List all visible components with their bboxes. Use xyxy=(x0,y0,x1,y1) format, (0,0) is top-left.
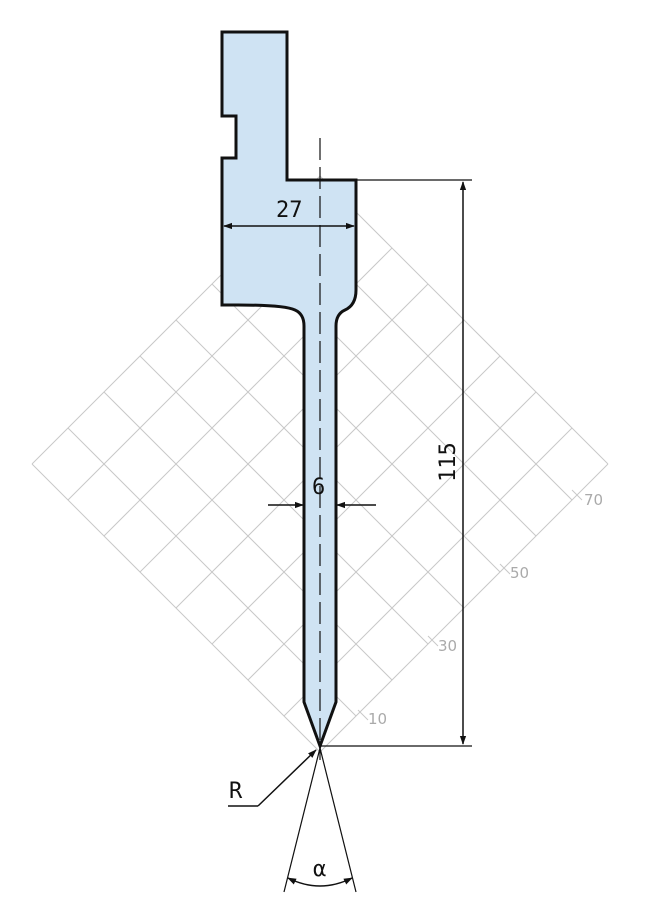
dimension-width-label: 27 xyxy=(276,198,303,223)
grid-label-30: 30 xyxy=(438,637,457,655)
grid-line xyxy=(247,391,537,681)
dimension-height-label: 115 xyxy=(436,442,461,482)
radius-label: R xyxy=(229,779,243,804)
dimension-blade-width-6: 6 xyxy=(268,475,376,509)
grid-label-50: 50 xyxy=(510,564,529,582)
grid-line xyxy=(103,391,393,681)
dimension-blade-label: 6 xyxy=(312,475,325,500)
grid-label-10: 10 xyxy=(368,710,387,728)
grid-labels: 10 30 50 70 xyxy=(357,489,603,728)
dimension-width-27: 27 xyxy=(223,198,355,230)
radius-leader: R xyxy=(228,749,317,807)
angle-label: α xyxy=(313,857,326,882)
angle-indicator: α xyxy=(283,747,357,893)
grid-line xyxy=(139,355,429,645)
dimension-height-115: 115 xyxy=(320,179,472,747)
grid-line xyxy=(31,463,321,753)
grid-line xyxy=(211,355,501,645)
grid-label-70: 70 xyxy=(584,491,603,509)
punch-tool-body xyxy=(220,30,358,751)
